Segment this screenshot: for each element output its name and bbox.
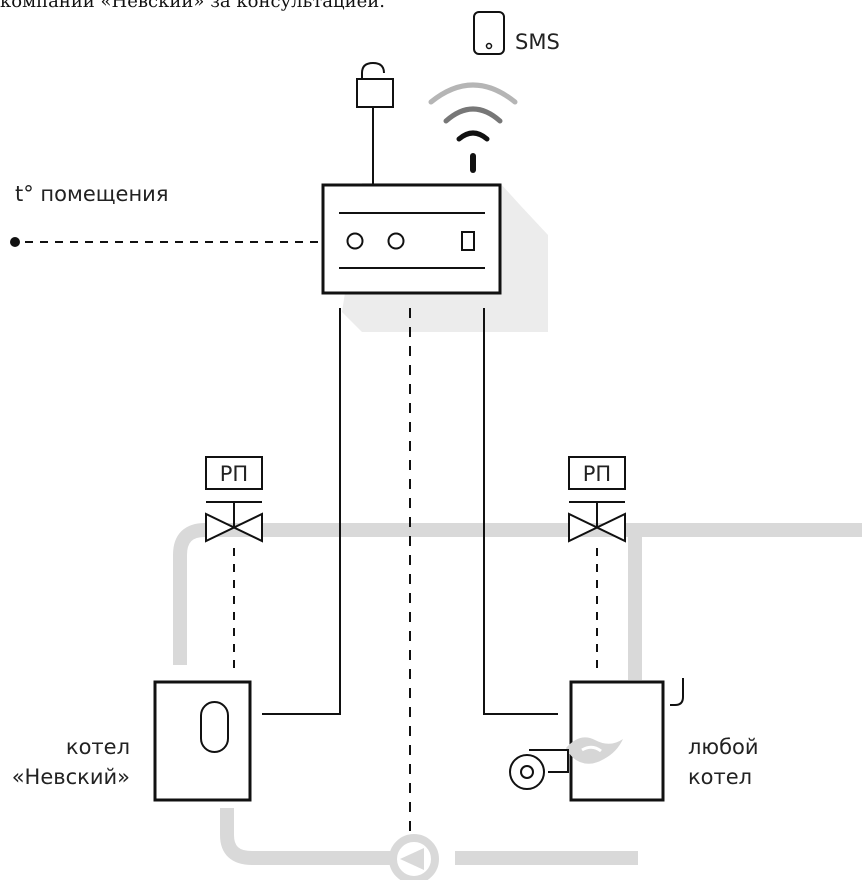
boiler-nevsky-window <box>200 701 229 753</box>
relay-right-box <box>568 456 626 490</box>
relay-left: РП <box>205 456 263 490</box>
boiler-nevsky <box>153 680 252 802</box>
padlock-icon <box>356 61 394 108</box>
controller-switch <box>461 231 475 251</box>
header-fragment: компании «Невский» за консультацией. <box>0 0 385 12</box>
relay-right: РП <box>568 456 626 490</box>
controller <box>321 183 502 295</box>
fan-icon <box>509 749 569 790</box>
relay-right-label: РП <box>583 462 611 486</box>
heating-pipes <box>173 523 862 865</box>
controller-indicator-2 <box>387 232 405 250</box>
boiler-right-label-line1: любой <box>688 735 759 759</box>
boiler-left-label-line1: котел <box>66 735 130 759</box>
phone-icon <box>473 11 505 55</box>
valve-icon <box>205 512 263 543</box>
room-temp-label: t° помещения <box>15 182 168 206</box>
boiler-nevsky-box <box>153 680 252 802</box>
controller-box <box>321 183 502 295</box>
control-wires <box>262 308 558 715</box>
controller-indicator-1 <box>346 232 364 250</box>
wire-to-right-boiler <box>483 308 558 715</box>
relay-left-label: РП <box>220 462 248 486</box>
return-pipe-left <box>220 808 395 865</box>
wire-to-left-boiler <box>262 308 341 715</box>
temp-sensor-dot <box>10 237 20 247</box>
chimney-icon <box>670 678 684 706</box>
relay-left-box <box>205 456 263 490</box>
wifi-icon <box>428 82 518 173</box>
sms-label: SMS <box>515 30 560 54</box>
flame-icon <box>566 737 623 764</box>
boiler-right-label-line2: котел <box>688 765 752 789</box>
boiler-left-label-line2: «Невский» <box>12 765 130 789</box>
pump-icon <box>389 834 439 884</box>
supply-pipe <box>173 523 862 665</box>
valve-icon <box>568 512 626 543</box>
